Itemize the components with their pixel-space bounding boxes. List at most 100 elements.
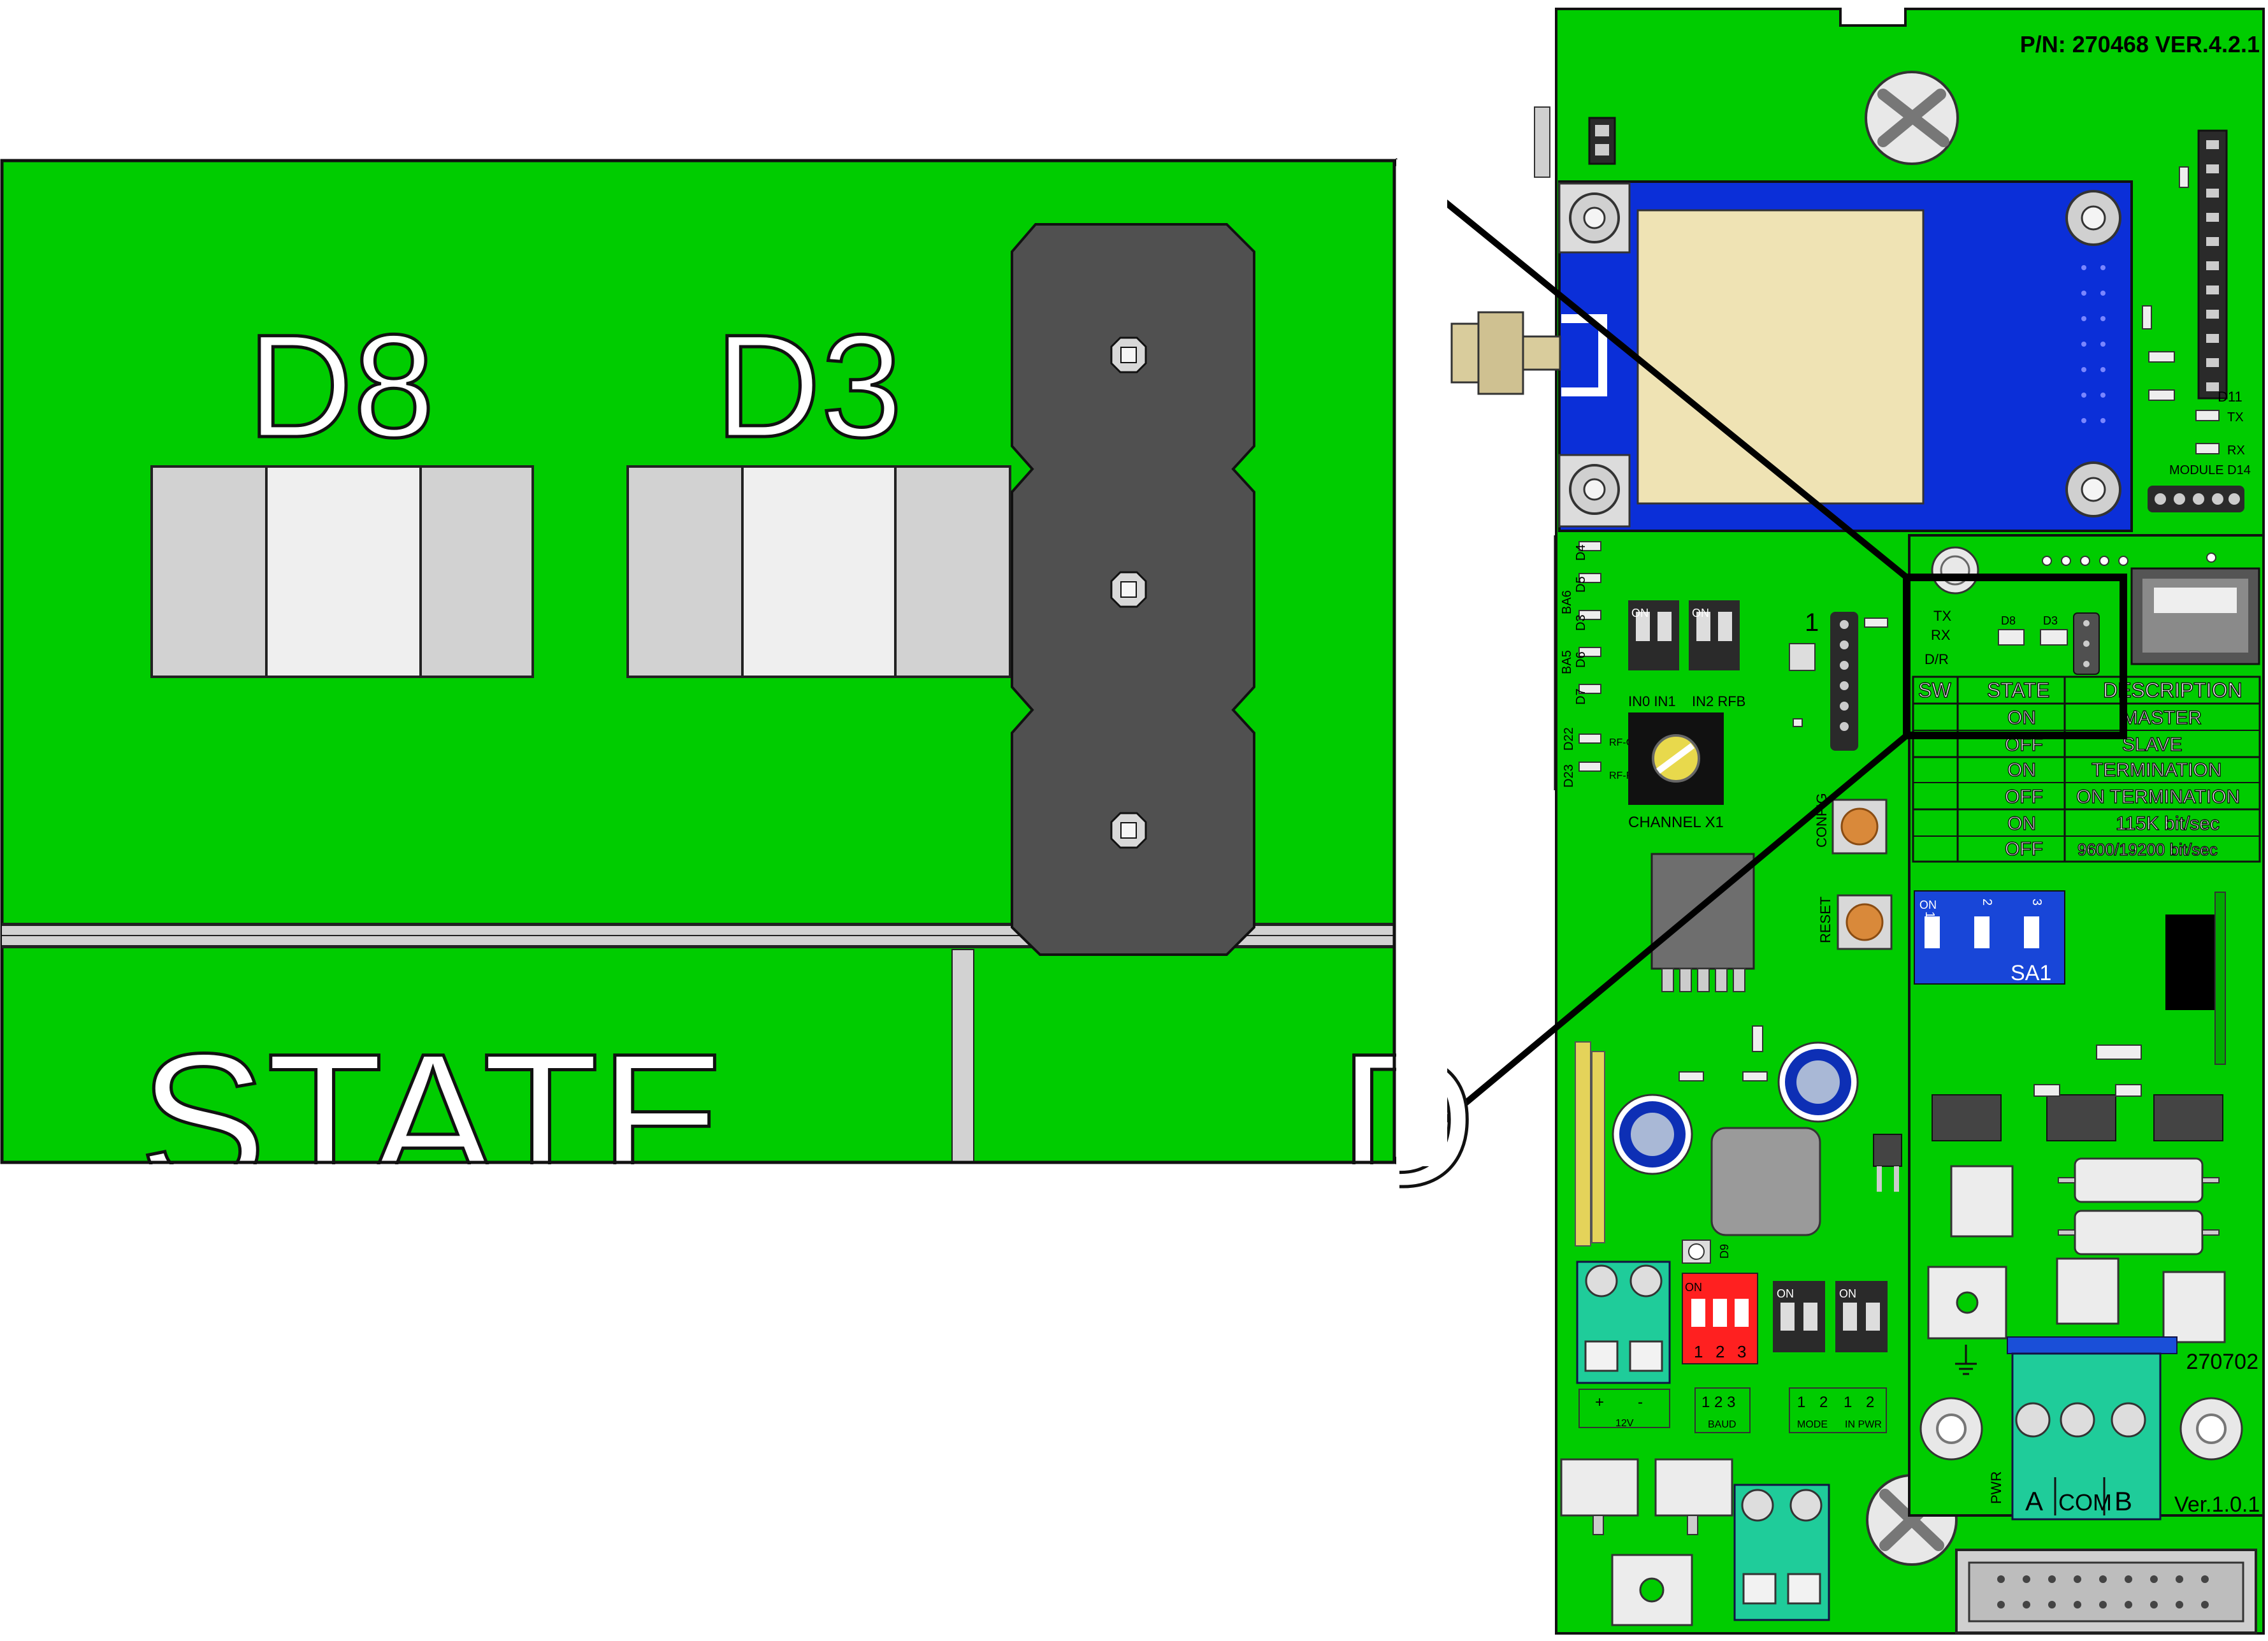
- minus-label: -: [1638, 1394, 1643, 1411]
- switch-table: SW STATE DESCRIPTION ON MASTER OFF SLAVE…: [1912, 676, 2261, 863]
- d9-label: D9: [1718, 1244, 1731, 1259]
- plus-label: +: [1595, 1394, 1604, 1411]
- table-desc: ON TERMINATION: [2076, 786, 2240, 807]
- module-version: Ver.1.0.1: [2174, 1493, 2260, 1517]
- side-led-label: D23: [1562, 764, 1576, 788]
- table-desc: 9600/19200 bit/sec: [2077, 840, 2218, 859]
- table-desc: MASTER: [2122, 707, 2202, 728]
- side-label: BA6: [1560, 590, 1574, 614]
- in-pwr-label: IN PWR: [1845, 1419, 1882, 1430]
- side-led-label: D3: [1574, 614, 1588, 631]
- mode-num: 2: [1819, 1394, 1828, 1411]
- main-board: P/N: 270468 VER.4.2.1: [1450, 8, 2265, 1635]
- red-dip-num: 2: [1715, 1342, 1724, 1361]
- pin-header-right: [2142, 129, 2228, 401]
- side-label: RF-R: [1609, 770, 1633, 781]
- bottom-components: [1560, 1458, 1830, 1626]
- antenna-connector: [1450, 311, 1561, 395]
- side-label: RF-G: [1609, 737, 1634, 748]
- led-tx-label: TX: [2227, 410, 2244, 424]
- module-diodes: [1927, 1045, 2226, 1343]
- radio-module: [1558, 180, 2133, 532]
- dip-right-label: IN2 RFB: [1692, 693, 1745, 709]
- mode-dip-switches[interactable]: ON ON: [1773, 1281, 1888, 1352]
- channel-rotary-switch[interactable]: CHANNEL X1: [1628, 712, 1724, 831]
- sa1-dip-switch[interactable]: ON 1 2 3 SA1: [1914, 890, 2065, 985]
- baud-label: BAUD: [1708, 1419, 1736, 1430]
- sa1-number: 1: [1923, 911, 1937, 918]
- side-led-label: D6: [1574, 651, 1588, 668]
- side-led-label: D7: [1574, 688, 1588, 705]
- terminal-label-a: A: [2025, 1486, 2043, 1516]
- module-rx-led: RX: [1931, 627, 1951, 643]
- mounting-screw-top: [1865, 71, 1959, 165]
- zoom-d8-label: D8: [247, 304, 435, 468]
- module-screws-bottom: [1919, 1397, 2243, 1461]
- red-dip-on: ON: [1685, 1281, 1702, 1294]
- config-header: 1: [1789, 609, 1888, 751]
- mode-num: 1: [1797, 1394, 1805, 1411]
- module-screw: [1558, 182, 2121, 528]
- module-pwr-label: PWR: [1988, 1471, 2004, 1504]
- header-pin: [1110, 812, 1147, 849]
- side-led-label: D22: [1562, 727, 1576, 751]
- table-state: ON: [2007, 760, 2036, 781]
- zoom-d3-label: D3: [715, 304, 902, 468]
- highlight-box: [1903, 574, 2127, 739]
- red-dip-switch[interactable]: ON 1 2 3: [1682, 1273, 1758, 1364]
- small-d8-label: D8: [2001, 614, 2016, 627]
- channel-label: CHANNEL X1: [1628, 814, 1724, 831]
- header-pin-one: 1: [1805, 609, 1819, 637]
- ground-symbol: [1955, 1345, 1977, 1375]
- sa1-on-label: ON: [1919, 899, 1937, 911]
- rs485-module: TX RX D/R D8 D3 SW STATE DESCRIPTI: [1908, 534, 2265, 1521]
- zoom-connector-lines: [1392, 158, 1909, 1165]
- side-label: BA5: [1560, 650, 1574, 674]
- header-pin: [1110, 571, 1147, 608]
- table-desc: 115K bit/sec: [2116, 813, 2220, 834]
- sa1-number: 2: [1980, 899, 1994, 906]
- terminal-label-com: COM: [2058, 1489, 2112, 1515]
- zoom-panel: D8 D3: [0, 159, 1478, 1641]
- config-button[interactable]: CONFIG: [1814, 793, 1888, 855]
- capacitors: [1612, 1025, 1902, 1236]
- reset-label: RESET: [1817, 897, 1833, 943]
- rs485-terminal-block[interactable]: A COM B: [2007, 1336, 2178, 1521]
- led-d11-label: D11: [2218, 389, 2243, 405]
- status-leds: D11 TX RX MODULE D14: [2148, 389, 2251, 512]
- side-led-label: D5: [1574, 576, 1588, 593]
- small-d3-label: D3: [2043, 614, 2058, 627]
- dip-switch-inputs[interactable]: ON ON IN0 IN1 IN2 RFB: [1628, 600, 1745, 709]
- led-rx-label: RX: [2227, 444, 2245, 458]
- dip-left-label: IN0 IN1: [1628, 693, 1676, 709]
- terminal-label-b: B: [2114, 1486, 2132, 1516]
- power-terminal-block[interactable]: + - 12V: [1576, 1261, 1671, 1429]
- table-state: OFF: [2005, 786, 2043, 807]
- power-label: 12V: [1615, 1418, 1634, 1429]
- fuse-component: [1575, 1041, 1605, 1247]
- dip-on-label: ON: [1777, 1287, 1794, 1300]
- mode-label: MODE: [1797, 1419, 1828, 1430]
- table-state: ON: [2007, 707, 2036, 728]
- led-d9: D9: [1682, 1240, 1731, 1264]
- zoom-pin-header: [1011, 223, 1255, 956]
- table-state: ON: [2007, 813, 2036, 834]
- voltage-regulator: [1650, 853, 1755, 992]
- module-connector: [2130, 567, 2260, 665]
- header-pin: [1110, 336, 1147, 373]
- module-led-label: MODULE D14: [2169, 463, 2251, 477]
- silkscreen-boxes: 1 2 3 BAUD 1 2 1 2 MODE IN PWR: [1694, 1387, 1887, 1433]
- table-state: OFF: [2005, 839, 2043, 860]
- side-led-column: D4 D5 D3 D6 D7 D22 D23 BA6 BA5 RF-G RF-R: [1554, 535, 1634, 790]
- mode-num: 2: [1866, 1394, 1874, 1411]
- zoom-led-d3: [626, 465, 1011, 678]
- part-number-label: P/N: 270468 VER.4.2.1: [2020, 31, 2260, 57]
- dip-on-label: ON: [1631, 607, 1649, 619]
- antenna-jumper: [1534, 106, 1616, 178]
- red-dip-num: 1: [1694, 1342, 1703, 1361]
- reset-button[interactable]: RESET: [1817, 894, 1893, 950]
- baud-numbers: 1 2 3: [1701, 1394, 1735, 1411]
- module-dr-led: D/R: [1925, 651, 1949, 667]
- table-header-sw: SW: [1918, 679, 1951, 702]
